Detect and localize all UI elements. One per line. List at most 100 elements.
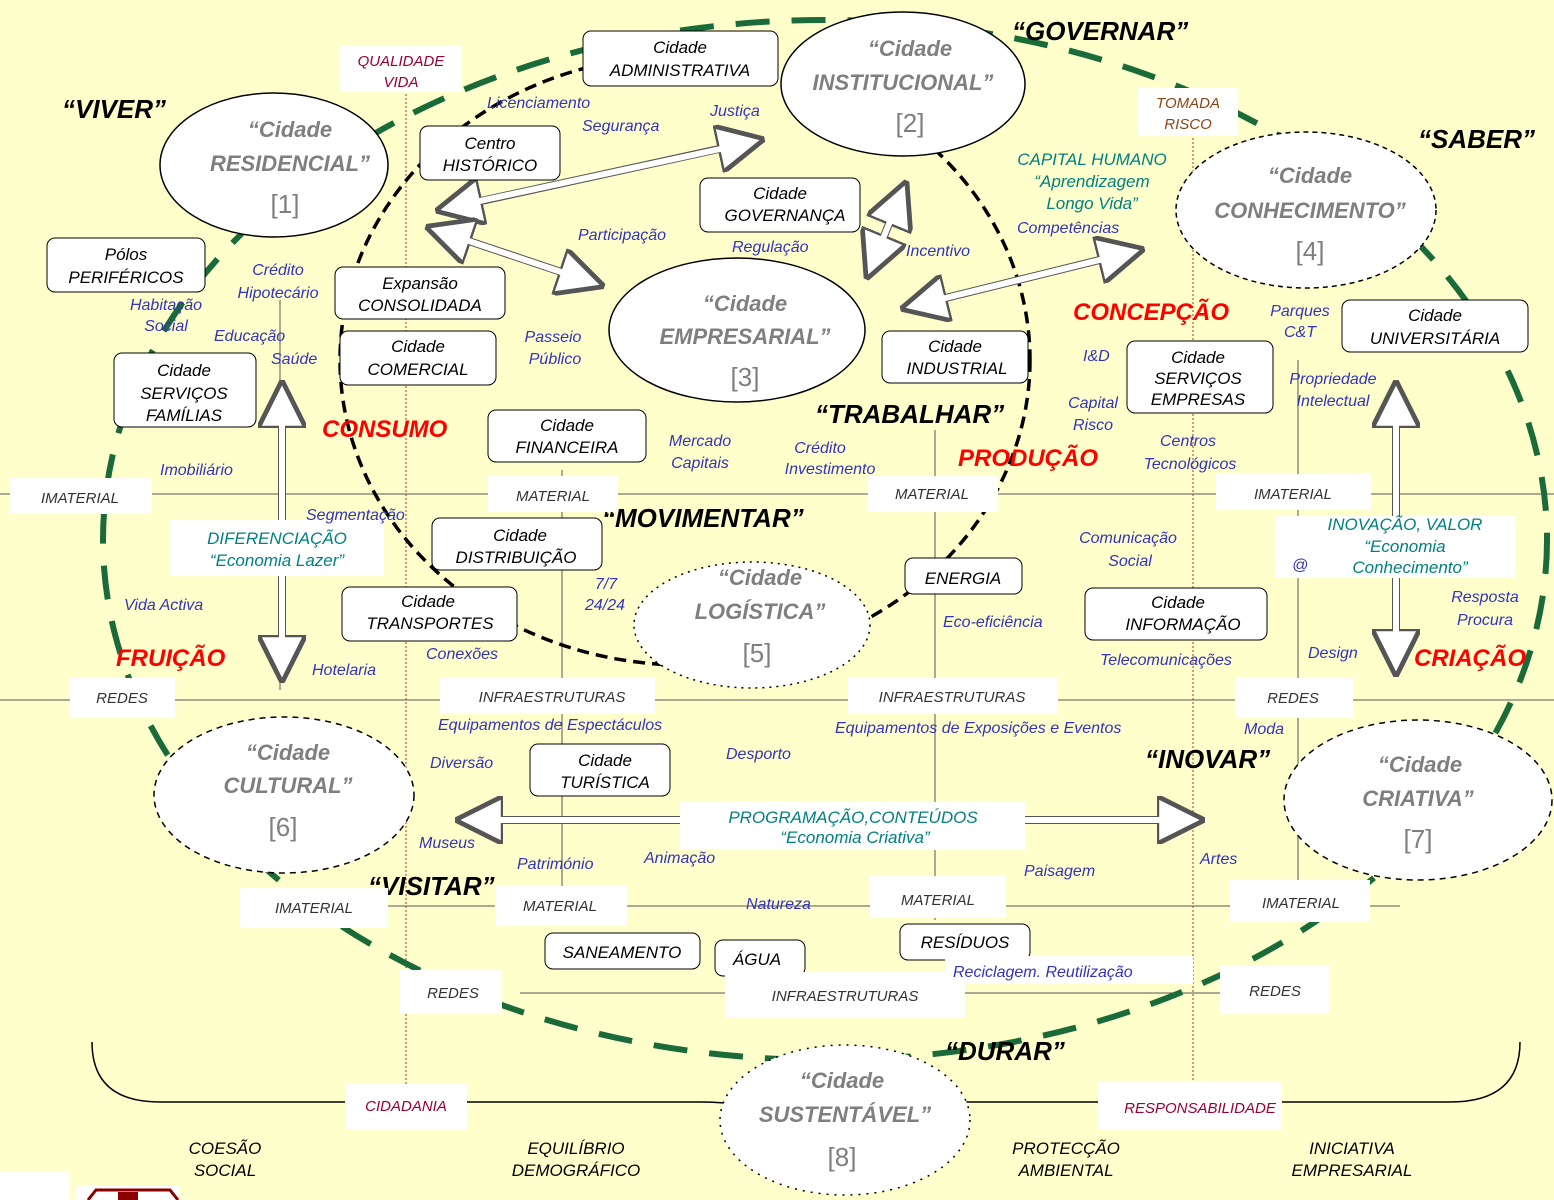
city-institucional-ellipse[interactable]	[780, 11, 1026, 157]
box-financeira[interactable]: Cidade FINANCEIRA	[487, 409, 647, 463]
box-informacao-l2: INFORMAÇÃO	[1125, 615, 1240, 634]
kw-patrimonio: Património	[517, 856, 594, 873]
box-historico-l1: Centro	[464, 134, 515, 153]
box-turistica[interactable]: Cidade TURÍSTICA	[529, 743, 671, 797]
kw-design: Design	[1308, 645, 1358, 662]
city-conhecimento-ellipse[interactable]	[1175, 131, 1437, 289]
kw-comunicacao-l1: Comunicação	[1079, 530, 1177, 547]
box-expansao-l2: CONSOLIDADA	[358, 296, 482, 315]
value-labels: QUALIDADE VIDA TOMADA RISCO CIDADANIA RE…	[340, 46, 1282, 1130]
city-cultural-ellipse[interactable]	[153, 716, 415, 874]
city-cultural-line1: “Cidade	[246, 740, 330, 765]
caption-inov-l3: Conhecimento”	[1352, 558, 1469, 577]
kw-segmentacao: Segmentação	[306, 507, 405, 524]
box-energia[interactable]: ENERGIA	[904, 557, 1023, 595]
kw-artes: Artes	[1199, 851, 1237, 868]
kw-hotelaria: Hotelaria	[312, 662, 376, 679]
box-saneamento[interactable]: SANEAMENTO	[544, 932, 701, 970]
city-institucional-line2: INSTITUCIONAL”	[813, 70, 994, 95]
box-polos-l1: Pólos	[105, 245, 148, 264]
box-servicos-empresas-l2: SERVIÇOS	[1154, 369, 1242, 388]
kw-diversao: Diversão	[430, 755, 493, 772]
city-institucional: “Cidade INSTITUCIONAL” [2]	[813, 36, 994, 138]
label-concepcao: CONCEPÇÃO	[1073, 298, 1229, 326]
kw-sete-l1: 7/7	[595, 576, 618, 593]
box-industrial[interactable]: Cidade INDUSTRIAL	[881, 330, 1029, 384]
box-financeira-l1: Cidade	[540, 416, 594, 435]
box-comercial[interactable]: Cidade COMERCIAL	[339, 330, 497, 386]
city-conhecimento: “Cidade CONHECIMENTO” [4]	[1214, 163, 1406, 266]
box-servicos-empresas-l3: EMPRESAS	[1151, 390, 1246, 409]
city-residencial-ellipse[interactable]	[159, 92, 389, 238]
value-tomada-l2: RISCO	[1164, 116, 1212, 133]
box-servicos-familias[interactable]: Cidade SERVIÇOS FAMÍLIAS	[113, 352, 257, 428]
city-residencial: “Cidade RESIDENCIAL” [1]	[210, 117, 370, 219]
box-informacao[interactable]: Cidade INFORMAÇÃO	[1084, 587, 1268, 641]
header-movimentar: “MOVIMENTAR”	[602, 503, 804, 533]
header-visitar: “VISITAR”	[368, 871, 495, 901]
box-transportes-l2: TRANSPORTES	[366, 614, 494, 633]
kw-propriedade-l2: Intelectual	[1297, 393, 1370, 410]
box-servicos-empresas[interactable]: Cidade SERVIÇOS EMPRESAS	[1126, 340, 1274, 414]
caption-prog-l2: “Economia Criativa”	[780, 828, 931, 847]
header-trabalhar: “TRABALHAR”	[815, 399, 1004, 429]
label-fruicao: FRUIÇÃO	[116, 644, 226, 672]
city-sustentavel-line1: “Cidade	[800, 1068, 884, 1093]
city-sustentavel-line2: SUSTENTÁVEL”	[759, 1102, 931, 1127]
box-universitaria-l2: UNIVERSITÁRIA	[1370, 329, 1500, 348]
label-producao: PRODUÇÃO	[958, 444, 1098, 472]
city-criativa-line1: “Cidade	[1378, 752, 1462, 777]
box-polos[interactable]: Pólos PERIFÉRICOS	[46, 237, 206, 293]
axis-material-4: MATERIAL	[901, 892, 975, 909]
box-distribuicao[interactable]: Cidade DISTRIBUIÇÃO	[431, 517, 603, 571]
box-residuos[interactable]: RESÍDUOS	[899, 923, 1031, 961]
box-expansao[interactable]: Expansão CONSOLIDADA	[334, 266, 506, 320]
kw-paisagem: Paisagem	[1024, 863, 1095, 880]
city-empresarial-line2: EMPRESARIAL”	[659, 324, 830, 349]
city-institucional-line1: “Cidade	[868, 36, 952, 61]
city-residencial-line2: RESIDENCIAL”	[210, 151, 370, 176]
box-administrativa[interactable]: Cidade ADMINISTRATIVA	[582, 30, 779, 87]
kw-participacao: Participação	[578, 227, 666, 244]
box-turistica-l1: Cidade	[578, 751, 632, 770]
box-industrial-l1: Cidade	[928, 337, 982, 356]
kw-seguranca: Segurança	[582, 118, 659, 135]
box-historico[interactable]: Centro HISTÓRICO	[419, 125, 561, 181]
city-empresarial-ellipse[interactable]	[608, 257, 866, 403]
axis-infra-2: INFRAESTRUTURAS	[879, 689, 1026, 706]
box-transportes-l1: Cidade	[401, 592, 455, 611]
header-viver: “VIVER”	[62, 94, 166, 124]
institution-logo	[0, 1172, 180, 1200]
city-cultural-line2: CULTURAL”	[223, 773, 352, 798]
box-historico-l2: HISTÓRICO	[443, 156, 537, 175]
kw-mercado-l2: Capitais	[671, 455, 729, 472]
box-transportes[interactable]: Cidade TRANSPORTES	[341, 586, 518, 642]
kw-eco: Eco-eficiência	[943, 614, 1043, 631]
kw-imobiliario: Imobiliário	[160, 462, 233, 479]
city-sustentavel-ellipse[interactable]	[719, 1044, 971, 1196]
axis-imaterial-left: IMATERIAL	[41, 490, 119, 507]
city-cultural-number: [6]	[269, 812, 298, 842]
axis-material-1: MATERIAL	[516, 488, 590, 505]
caption-capital-l3: Longo Vida”	[1046, 194, 1139, 213]
kw-saude: Saúde	[271, 351, 317, 368]
box-comercial-l2: COMERCIAL	[367, 360, 468, 379]
kw-incentivo: Incentivo	[906, 243, 970, 260]
box-governanca[interactable]: Cidade GOVERNANÇA	[699, 177, 861, 233]
city-criativa-ellipse[interactable]	[1283, 719, 1553, 881]
kw-desporto: Desporto	[726, 746, 791, 763]
kw-competencias: Competências	[1017, 220, 1119, 237]
box-administrativa-l1: Cidade	[653, 38, 707, 57]
city-empresarial-number: [3]	[731, 362, 760, 392]
city-sustentavel-number: [8]	[828, 1142, 857, 1172]
box-energia-l1: ENERGIA	[925, 569, 1002, 588]
obj-proteccao-l1: PROTECÇÃO	[1012, 1139, 1120, 1158]
header-saber: “SABER”	[1418, 124, 1535, 154]
kw-id: I&D	[1083, 348, 1110, 365]
caption-inov-l1: INOVAÇÃO, VALOR	[1328, 515, 1483, 534]
box-agua[interactable]: ÁGUA	[714, 939, 806, 977]
box-expansao-l1: Expansão	[382, 274, 458, 293]
box-universitaria[interactable]: Cidade UNIVERSITÁRIA	[1341, 299, 1529, 353]
city-logistica-ellipse[interactable]	[633, 561, 871, 689]
